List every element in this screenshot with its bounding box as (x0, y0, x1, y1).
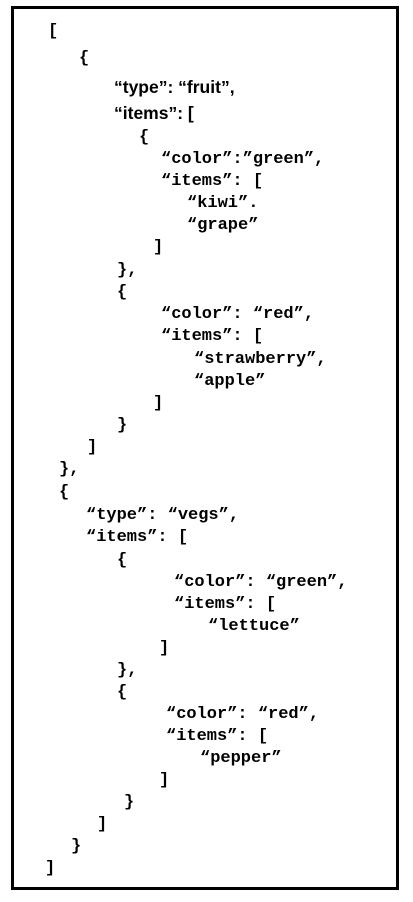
code-line-5: { (139, 128, 150, 147)
code-line-22: “type”: “vegs”, (86, 506, 240, 525)
code-line-30: { (117, 683, 128, 702)
code-line-24: { (117, 551, 128, 570)
code-line-36: ] (97, 815, 108, 834)
code-line-3: “type”: “fruit”, (114, 77, 235, 97)
code-line-16: “apple” (194, 372, 266, 391)
code-line-17: ] (153, 394, 164, 413)
code-line-9: “grape” (187, 216, 259, 235)
code-line-29: }, (117, 661, 138, 680)
code-line-8: “kiwi”. (187, 194, 259, 213)
code-line-21: { (59, 483, 70, 502)
code-line-37: } (71, 837, 82, 856)
code-line-1: [ (48, 22, 59, 41)
code-line-26: “items”: [ (174, 595, 277, 614)
code-line-4: “items”: [ (114, 103, 194, 123)
code-line-25: “color”: “green”, (174, 573, 348, 592)
code-line-13: “color”: “red”, (161, 305, 315, 324)
code-line-35: } (124, 793, 135, 812)
code-line-7: “items”: [ (161, 172, 264, 191)
document-frame: [ { “type”: “fruit”, “items”: [ { “color… (11, 6, 399, 890)
code-line-31: “color”: “red”, (166, 705, 320, 724)
code-line-10: ] (153, 238, 164, 257)
code-line-23: “items”: [ (86, 528, 189, 547)
code-line-34: ] (159, 771, 170, 790)
code-line-27: “lettuce” (208, 617, 300, 636)
code-line-33: “pepper” (200, 749, 282, 768)
code-line-20: }, (59, 460, 80, 479)
code-line-38: ] (45, 859, 56, 878)
code-line-18: } (117, 416, 128, 435)
code-line-14: “items”: [ (161, 327, 264, 346)
code-line-15: “strawberry”, (194, 350, 327, 369)
code-line-2: { (79, 49, 90, 68)
code-line-6: “color”:”green”, (161, 150, 325, 169)
code-line-11: }, (117, 261, 138, 280)
code-line-19: ] (87, 438, 98, 457)
code-line-28: ] (159, 639, 170, 658)
code-line-12: { (117, 283, 128, 302)
code-line-32: “items”: [ (166, 727, 269, 746)
